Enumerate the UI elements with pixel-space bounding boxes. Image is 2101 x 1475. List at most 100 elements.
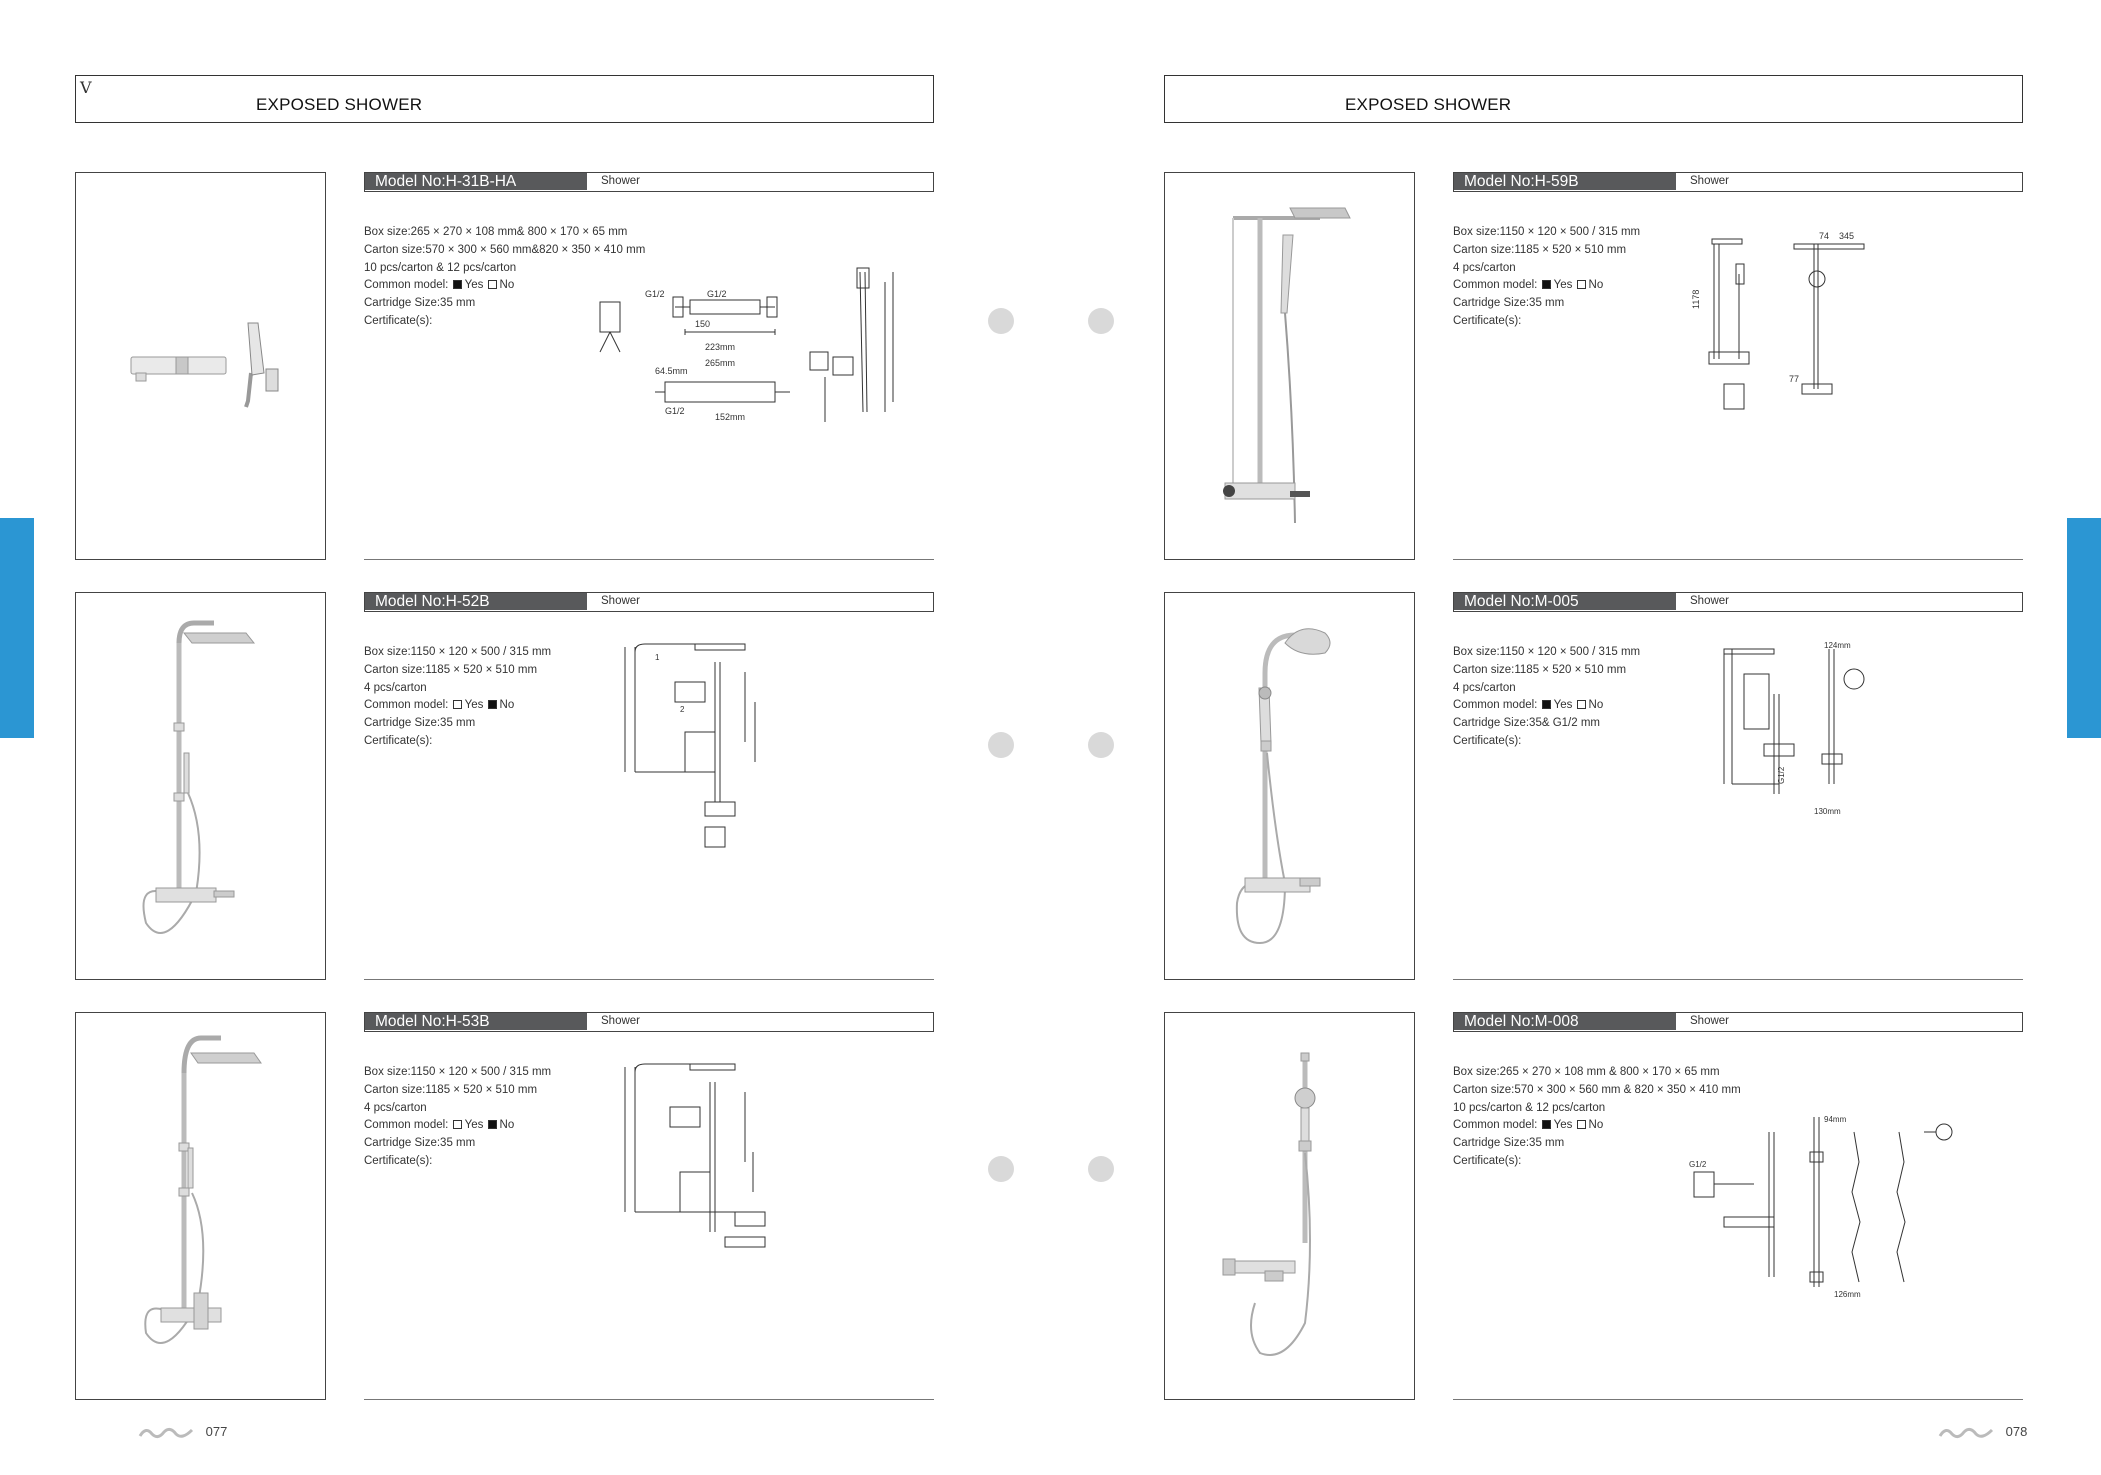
product-card: Model No:H-31B-HA Shower Box size:265 × …: [75, 172, 934, 560]
product-photo: [1164, 172, 1415, 560]
left-header: V EXPOSED SHOWER: [75, 75, 934, 123]
common-model: Common model: Yes No: [1453, 279, 1604, 292]
no-checkbox: [1576, 1120, 1586, 1130]
yes-checkbox: [1541, 700, 1551, 710]
product-photo: [1164, 1012, 1415, 1400]
brand-logo-icon: [1938, 1427, 1994, 1438]
product-photo: [75, 1012, 326, 1400]
section-title: EXPOSED SHOWER: [256, 95, 423, 114]
model-bar: Model No:H-53B Shower: [364, 1012, 934, 1032]
model-category: Shower: [601, 175, 640, 187]
gutter-dot: [988, 308, 1014, 334]
svg-text:77: 77: [1789, 374, 1799, 384]
spec-list: Box size:1150 × 120 × 500 / 315 mm Carto…: [1453, 224, 1783, 331]
box-size: Box size:265 × 270 × 108 mm& 800 × 170 ×…: [364, 226, 628, 238]
model-number: Model No:H-31B-HA: [365, 173, 587, 190]
corner-mark: V: [80, 78, 92, 97]
model-bar: Model No:M-008 Shower: [1453, 1012, 2023, 1032]
common-model: Common model: Yes No: [1453, 1119, 1604, 1132]
product-photo: [1164, 592, 1415, 980]
spec-list: Box size:1150 × 120 × 500 / 315 mm Carto…: [1453, 644, 1783, 751]
common-model: Common model: Yes No: [364, 699, 515, 712]
box-size: Box size:1150 × 120 × 500 / 315 mm: [364, 646, 552, 658]
brand-logo-icon: [138, 1427, 194, 1438]
box-size: Box size:1150 × 120 × 500 / 315 mm: [364, 1066, 552, 1078]
gutter-dot: [1088, 1156, 1114, 1182]
pcs-per-carton: 4 pcs/carton: [364, 1101, 427, 1114]
product-photo: [75, 592, 326, 980]
certificates: Certificate(s):: [1453, 734, 1522, 747]
pcs-per-carton: 4 pcs/carton: [1453, 681, 1516, 694]
pcs-per-carton: 10 pcs/carton & 12 pcs/carton: [1453, 1101, 1606, 1114]
cartridge-size: Cartridge Size:35 mm: [364, 717, 476, 730]
pcs-per-carton: 10 pcs/carton & 12 pcs/carton: [364, 261, 517, 274]
divider-rule: [364, 1399, 934, 1400]
product-card: Model No:H-53B Shower Box size:1150 × 12…: [75, 1012, 934, 1400]
no-checkbox: [487, 700, 497, 710]
technical-drawing: 124mm G1/2 130mm: [1723, 641, 1865, 816]
certificates: Certificate(s):: [364, 1154, 433, 1167]
divider-rule: [1453, 1399, 2023, 1400]
cartridge-size: Cartridge Size:35 mm: [364, 1137, 476, 1150]
carton-size: Carton size:1185 × 520 × 510 mm: [364, 1083, 538, 1096]
svg-text:345: 345: [1839, 231, 1854, 241]
certificates: Certificate(s):: [364, 734, 433, 747]
page-footer: 078: [1938, 1424, 2027, 1440]
right-header: EXPOSED SHOWER: [1164, 75, 2023, 123]
yes-checkbox: [1541, 280, 1551, 290]
common-model: Common model: Yes No: [364, 1119, 515, 1132]
common-model: Common model: Yes No: [364, 279, 515, 292]
gutter-dot: [1088, 308, 1114, 334]
carton-size: Carton size:1185 × 520 × 510 mm: [1453, 243, 1627, 256]
svg-text:74: 74: [1819, 231, 1829, 241]
common-model: Common model: Yes No: [1453, 699, 1604, 712]
svg-text:2: 2: [680, 705, 685, 714]
model-category: Shower: [1690, 595, 1729, 607]
cartridge-size: Cartridge Size:35& G1/2 mm: [1453, 717, 1601, 730]
svg-text:126mm: 126mm: [1834, 1290, 1861, 1299]
page-number: 078: [2005, 1424, 2028, 1439]
divider-rule: [364, 979, 934, 980]
divider-rule: [1453, 979, 2023, 980]
box-size: Box size:1150 × 120 × 500 / 315 mm: [1453, 226, 1641, 238]
pcs-per-carton: 4 pcs/carton: [364, 681, 427, 694]
yes-checkbox: [452, 1120, 462, 1130]
svg-text:G1/2: G1/2: [645, 289, 665, 299]
model-number: Model No:H-52B: [365, 593, 587, 610]
svg-text:152mm: 152mm: [715, 412, 745, 422]
cartridge-size: Cartridge Size:35 mm: [1453, 1137, 1565, 1150]
svg-text:G1/2: G1/2: [1689, 1160, 1707, 1169]
no-checkbox: [1576, 280, 1586, 290]
no-checkbox: [487, 280, 497, 290]
spec-list: Box size:1150 × 120 × 500 / 315 mm Carto…: [364, 1064, 694, 1171]
model-number: Model No:H-53B: [365, 1013, 587, 1030]
technical-drawing: G1/2 94mm 126mm: [1689, 1115, 1953, 1299]
no-checkbox: [1576, 700, 1586, 710]
model-bar: Model No:H-31B-HA Shower: [364, 172, 934, 192]
product-card: Model No:H-59B Shower Box size:1150 × 12…: [1164, 172, 2023, 560]
model-category: Shower: [601, 595, 640, 607]
yes-checkbox: [452, 700, 462, 710]
gutter-dot: [1088, 732, 1114, 758]
svg-text:1: 1: [655, 653, 660, 662]
spec-list: Box size:265 × 270 × 108 mm& 800 × 170 ×…: [364, 224, 694, 331]
svg-text:G1/2: G1/2: [665, 406, 685, 416]
model-number: Model No:M-005: [1454, 593, 1676, 610]
cartridge-size: Cartridge Size:35 mm: [364, 297, 476, 310]
page-number: 077: [205, 1424, 228, 1439]
svg-text:150: 150: [695, 319, 710, 329]
yes-checkbox: [1541, 1120, 1551, 1130]
product-photo: [75, 172, 326, 560]
model-bar: Model No:H-59B Shower: [1453, 172, 2023, 192]
svg-text:130mm: 130mm: [1814, 807, 1841, 816]
model-bar: Model No:M-005 Shower: [1453, 592, 2023, 612]
model-category: Shower: [601, 1015, 640, 1027]
gutter-dot: [988, 1156, 1014, 1182]
box-size: Box size:1150 × 120 × 500 / 315 mm: [1453, 646, 1641, 658]
technical-drawing: 12: [624, 643, 756, 848]
technical-drawing: G1/2 G1/2 150 223mm 265mm 64.5mm G1/2 15…: [599, 267, 894, 422]
yes-checkbox: [452, 280, 462, 290]
pcs-per-carton: 4 pcs/carton: [1453, 261, 1516, 274]
gutter-dot: [988, 732, 1014, 758]
svg-text:223mm: 223mm: [705, 342, 735, 352]
